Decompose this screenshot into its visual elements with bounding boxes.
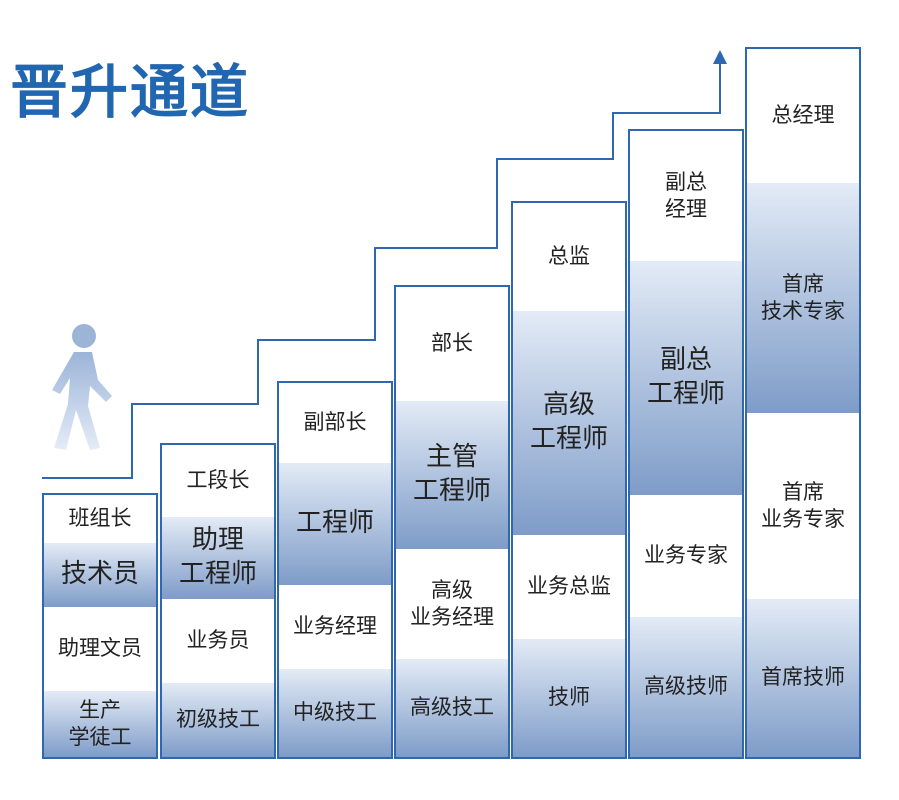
position-cell: 副部长 <box>279 383 391 463</box>
position-cell: 助理文员 <box>44 607 156 691</box>
position-cell: 中级技工 <box>279 669 391 757</box>
stair-column-7: 总经理 首席 技术专家 首席 业务专家 首席技师 <box>745 47 861 759</box>
position-cell: 业务经理 <box>279 585 391 669</box>
position-cell: 首席技师 <box>747 599 859 757</box>
stair-column-3: 副部长 工程师 业务经理 中级技工 <box>277 381 393 759</box>
position-cell: 高级技师 <box>630 617 742 757</box>
position-cell: 高级 工程师 <box>513 311 625 535</box>
position-cell: 初级技工 <box>162 683 274 757</box>
stair-column-6: 副总 经理 副总 工程师 业务专家 高级技师 <box>628 129 744 759</box>
position-cell: 技师 <box>513 639 625 757</box>
stair-column-5: 总监 高级 工程师 业务总监 技师 <box>511 201 627 759</box>
position-cell: 业务总监 <box>513 535 625 639</box>
page-title: 晋升通道 <box>10 58 251 126</box>
position-cell: 业务员 <box>162 599 274 683</box>
position-cell: 技术员 <box>44 543 156 607</box>
position-cell: 业务专家 <box>630 495 742 617</box>
position-cell: 首席 业务专家 <box>747 413 859 599</box>
position-cell: 副总 经理 <box>630 131 742 261</box>
stair-column-1: 班组长 技术员 助理文员 生产 学徒工 <box>42 493 158 759</box>
stair-column-4: 部长 主管 工程师 高级 业务经理 高级技工 <box>394 285 510 759</box>
position-cell: 总监 <box>513 203 625 311</box>
walking-person-icon <box>52 324 112 450</box>
position-cell: 主管 工程师 <box>396 401 508 549</box>
position-cell: 部长 <box>396 287 508 401</box>
position-cell: 副总 工程师 <box>630 261 742 495</box>
position-cell: 工程师 <box>279 463 391 585</box>
position-cell: 助理 工程师 <box>162 517 274 599</box>
position-cell: 工段长 <box>162 445 274 517</box>
position-cell: 生产 学徒工 <box>44 691 156 757</box>
position-cell: 班组长 <box>44 495 156 543</box>
position-cell: 总经理 <box>747 49 859 183</box>
stair-column-2: 工段长 助理 工程师 业务员 初级技工 <box>160 443 276 759</box>
position-cell: 首席 技术专家 <box>747 183 859 413</box>
position-cell: 高级 业务经理 <box>396 549 508 659</box>
position-cell: 高级技工 <box>396 659 508 757</box>
